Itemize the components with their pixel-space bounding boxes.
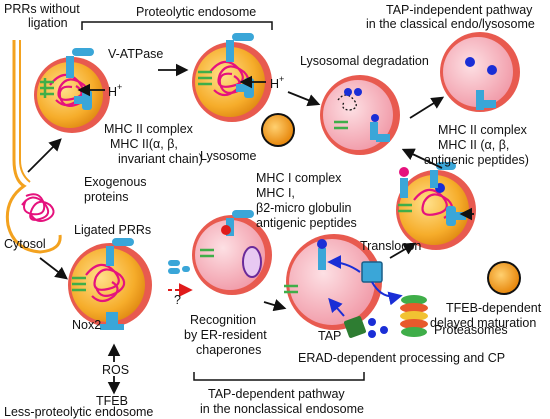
label-question: ? <box>174 293 181 307</box>
label-tap-independent: TAP-independent pathway <box>386 3 533 17</box>
mhc2-peptide-icon <box>476 90 496 110</box>
prr-receptor-icon <box>66 48 94 78</box>
label-tfeb-dependent-2: delayed maturation <box>430 316 536 330</box>
label-v-atpase: V-ATPase <box>108 47 163 61</box>
label-cytosol: Cytosol <box>4 237 46 251</box>
lysosome-icon <box>261 113 295 147</box>
nox2-icon <box>100 312 124 330</box>
label-translocon: Translocon <box>360 239 421 253</box>
bracket-proteolytic <box>81 21 273 30</box>
label-mhc1-4: antigenic peptides <box>256 216 357 230</box>
mhc2-invariant-icon <box>334 120 348 130</box>
mhc2-invariant-icon <box>72 276 86 292</box>
label-mhc2-right-1: MHC II complex <box>438 123 528 137</box>
proteasome-icon <box>400 295 428 337</box>
endosome-unligated <box>34 57 110 133</box>
mhc2-invariant-icon <box>284 284 298 294</box>
label-mhc1-2: MHC I, <box>256 186 295 200</box>
lysosome-icon <box>487 261 521 295</box>
label-mhc2-right-3: antigenic peptides) <box>424 153 529 167</box>
label-mhc1-3: β2-micro globulin <box>256 201 351 215</box>
label-exogenous-proteins-1: Exogenous <box>84 175 147 189</box>
label-exogenous-proteins-2: proteins <box>84 190 128 204</box>
endosome-tfeb-delayed <box>396 170 476 250</box>
label-lysosome: Lysosome <box>200 149 257 163</box>
ve-atpase-subunit-icon <box>168 260 190 274</box>
label-erad: ERAD-dependent processing and CP <box>298 351 505 365</box>
mhc1-complex-icon <box>221 225 231 235</box>
label-recognition-1: Recognition <box>190 313 256 327</box>
label-nox2: Nox2 <box>72 318 101 332</box>
mhc2-invariant-icon <box>198 70 212 86</box>
antigenic-peptides-icon <box>368 318 388 338</box>
label-tap-dependent-2: in the nonclassical endosome <box>200 402 364 416</box>
tap-transporter-icon <box>344 316 366 338</box>
label-h-plus-2: H+ <box>270 74 284 91</box>
label-mhc2-left-1: MHC II complex <box>104 122 194 136</box>
label-lysosomal-degradation: Lysosomal degradation <box>300 54 429 68</box>
endosome-tap-independent <box>440 32 520 112</box>
label-tap-independent-2: in the classical endo/lysosome <box>366 17 535 31</box>
mhc1-complex-icon <box>317 239 327 270</box>
prr-receptor-icon <box>226 33 254 62</box>
endosome-ligated-prrs <box>68 243 152 327</box>
endosome-er-recognition <box>192 215 272 295</box>
bracket-tap-dependent <box>193 372 365 381</box>
label-tap-dependent-1: TAP-dependent pathway <box>208 387 345 401</box>
label-tfeb: TFEB <box>96 394 128 408</box>
label-less-proteolytic: Less-proteolytic endosome <box>4 405 153 419</box>
label-ligated-prrs: Ligated PRRs <box>74 223 151 237</box>
label-mhc2-left-3: invariant chain) <box>118 152 203 166</box>
label-ros: ROS <box>102 363 129 377</box>
label-mhc1-1: MHC I complex <box>256 171 342 185</box>
flow-arrows <box>27 63 445 395</box>
label-mhc2-right-2: MHC II (α, β, <box>438 138 509 152</box>
mhc2-invariant-icon <box>200 248 214 258</box>
label-recognition-2: by ER-resident <box>184 328 267 342</box>
label-proteolytic-endosome: Proteolytic endosome <box>136 5 256 19</box>
label-tap: TAP <box>318 329 341 343</box>
label-proteasomes: Proteasomes <box>434 323 508 337</box>
translocon-icon <box>361 261 383 283</box>
label-h-plus-1: H+ <box>108 82 122 99</box>
mhc2-invariant-icon <box>398 203 412 213</box>
mhc1-complex-icon <box>399 167 409 198</box>
label-prrs-without-ligation-2: ligation <box>28 16 68 30</box>
endosome-tap-translocon <box>286 234 382 330</box>
label-tfeb-dependent-1: TFEB-dependent <box>446 301 542 315</box>
prr-receptor-icon <box>106 238 134 266</box>
endosome-proteolytic <box>192 42 272 122</box>
exogenous-protein-tangle <box>21 193 55 222</box>
endosome-lysosomal-degradation <box>320 75 400 155</box>
label-prrs-without-ligation: PRRs without <box>4 2 80 16</box>
mhc2-peptide-icon <box>370 122 390 142</box>
label-mhc2-left-2: MHC II(α, β, <box>110 137 178 151</box>
cell-membrane <box>5 40 62 254</box>
label-recognition-3: chaperones <box>196 343 261 357</box>
mhc2-invariant-icon <box>40 78 54 98</box>
